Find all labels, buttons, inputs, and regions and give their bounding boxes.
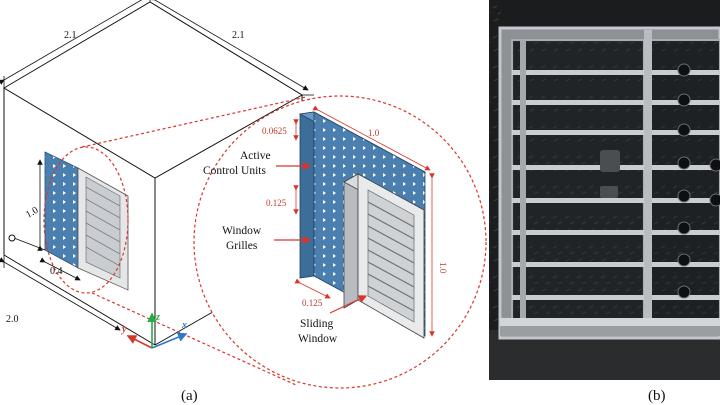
photo-wall-texture xyxy=(489,0,501,330)
dim-line-bottom xyxy=(0,257,121,331)
origin-marker xyxy=(8,234,16,242)
photo-speakers xyxy=(677,63,720,299)
small-window-assembly xyxy=(44,151,129,291)
dim-label-window-height: 1.0 xyxy=(24,205,40,221)
dim-label-panel-height: 1.0 xyxy=(438,262,448,274)
coordinate-axes xyxy=(126,312,188,349)
dim-label-col-spacing: 0.125 xyxy=(302,298,323,308)
blue-panel-side xyxy=(299,111,315,279)
panel-a: 2.1 2.1 2.0 xyxy=(0,0,487,404)
photo-sensors xyxy=(600,150,620,198)
dim-label-top-right: 2.1 xyxy=(232,30,245,41)
label-grilles-line1: Window xyxy=(222,225,262,237)
photo-left-post xyxy=(520,40,526,330)
photo-sill xyxy=(500,326,720,336)
arrow-sliding xyxy=(329,295,368,314)
dim-label-window-width: 0.4 xyxy=(50,266,63,277)
top-dimensions xyxy=(0,0,314,96)
caption-a: (a) xyxy=(181,388,198,404)
dim-label-panel-width: 1.0 xyxy=(368,128,380,138)
dim-line-top-right xyxy=(149,0,309,91)
label-sliding-line1: Sliding xyxy=(300,318,333,330)
small-window-glass xyxy=(85,176,121,279)
bottom-dimension xyxy=(0,255,121,331)
callout-ellipse-small xyxy=(43,146,129,294)
dim-line-panel-width xyxy=(312,105,431,171)
label-active-control-line2: Control Units xyxy=(203,165,266,177)
axis-x-label: x xyxy=(181,320,187,331)
panel-b: (b) xyxy=(489,0,720,404)
photo-pane-texture-right xyxy=(652,42,718,323)
axis-z-label: z xyxy=(155,312,160,323)
label-active-control-line1: Active xyxy=(240,150,271,162)
sliding-window-side xyxy=(343,173,359,309)
caption-b: (b) xyxy=(648,388,666,404)
label-sliding-line2: Window xyxy=(298,333,338,345)
label-grilles-line2: Grilles xyxy=(226,240,258,252)
photo-bottom-rail xyxy=(500,318,720,326)
small-wall-panel xyxy=(44,151,79,269)
callout-line-bottom xyxy=(91,292,297,386)
axis-y-label: y xyxy=(121,324,127,335)
axis-y-arrow xyxy=(126,335,153,349)
photo-pane-texture xyxy=(514,42,642,323)
dim-label-small-spacing: 0.0625 xyxy=(262,126,287,136)
dim-line-window-width xyxy=(39,257,81,281)
dim-label-top-left: 2.1 xyxy=(64,30,77,41)
photo-center-post xyxy=(644,30,652,335)
dim-line-top-left xyxy=(0,0,151,85)
sliding-window-glass xyxy=(367,189,415,323)
dim-label-row-spacing: 0.125 xyxy=(266,198,287,208)
sliding-window-slats xyxy=(367,201,415,312)
leader-line-origin xyxy=(13,237,46,251)
dim-label-bottom: 2.0 xyxy=(6,314,19,325)
dim-line-col-spacing xyxy=(294,278,331,299)
axis-x-arrow xyxy=(151,332,188,349)
